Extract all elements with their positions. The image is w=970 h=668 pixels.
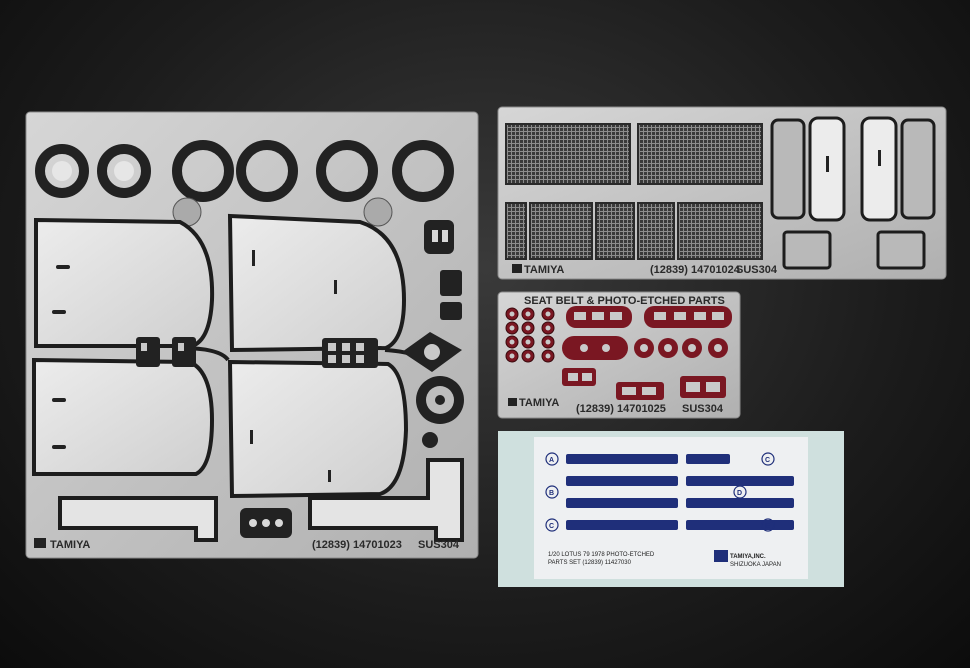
gear-part — [416, 376, 464, 424]
decal-letter-c-left: C — [549, 523, 554, 530]
grille-sheet-code: (12839) 14701024 — [650, 264, 741, 276]
tamiya-logo-icon — [714, 550, 728, 562]
decal-letter-a: A — [549, 457, 554, 464]
decal-caption-line2: PARTS SET (12839) 11427030 — [548, 560, 632, 566]
belt-buckle-parts — [562, 306, 732, 400]
wheel-ring-parts — [35, 140, 454, 202]
side-panel-parts — [32, 213, 409, 499]
decal-letter-b: B — [549, 490, 554, 497]
grille-etched-sheet: TAMIYA (12839) 14701024 SUS304 — [497, 106, 947, 280]
seat-belt-decal-sheet: A B C C D E 1/20 LOTUS 79 1978 PHOTO-ETC… — [498, 431, 844, 587]
seat-belt-etched-sheet: SEAT BELT & PHOTO-ETCHED PARTS — [497, 291, 741, 419]
decal-caption-line1: 1/20 LOTUS 79 1978 PHOTO-ETCHED — [548, 552, 655, 558]
large-sheet-code: (12839) 14701023 — [312, 539, 402, 551]
tamiya-logo-icon — [34, 538, 46, 548]
belt-sheet-material: SUS304 — [682, 403, 724, 415]
large-etched-sheet: TAMIYA (12839) 14701023 SUS304 — [25, 111, 479, 559]
belt-sheet-code: (12839) 14701025 — [576, 403, 666, 415]
decal-letter-e: E — [765, 523, 770, 530]
belt-sheet-title: SEAT BELT & PHOTO-ETCHED PARTS — [524, 295, 725, 307]
belt-sheet-brand: TAMIYA — [519, 397, 559, 409]
grille-sheet-material: SUS304 — [736, 264, 778, 276]
decal-brand: TAMIYA,INC. — [730, 554, 766, 560]
large-sheet-brand: TAMIYA — [50, 539, 90, 551]
decal-letter-d: D — [737, 490, 742, 497]
tamiya-logo-icon — [512, 264, 522, 273]
decal-letter-c-right: C — [765, 457, 770, 464]
tamiya-logo-icon — [508, 398, 517, 406]
grille-sheet-brand: TAMIYA — [524, 264, 564, 276]
decal-brand-sub: SHIZUOKA JAPAN — [730, 562, 781, 568]
mesh-grille-parts — [505, 123, 763, 260]
belt-strap-decals — [566, 454, 794, 530]
large-sheet-material: SUS304 — [418, 539, 460, 551]
